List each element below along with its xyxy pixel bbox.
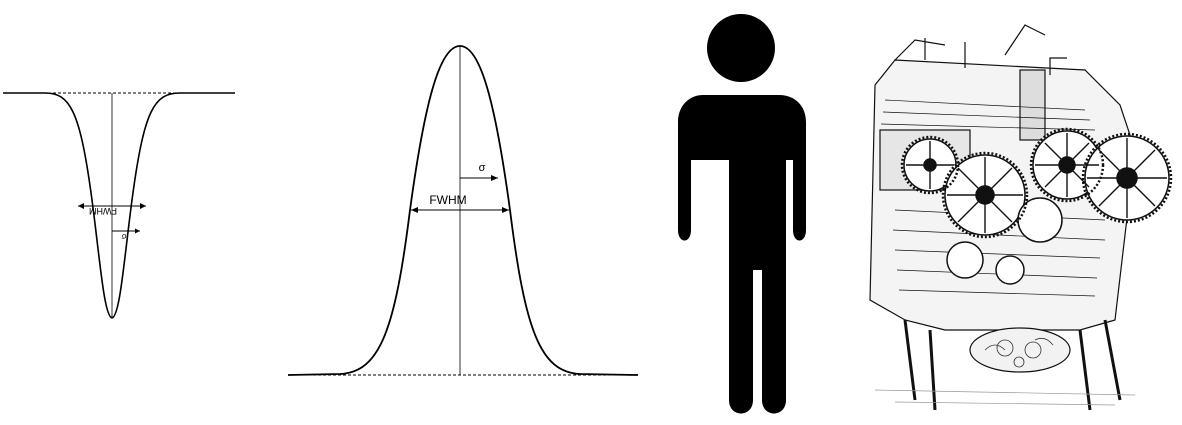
person-silhouette-icon xyxy=(678,14,806,414)
fwhm-label: FWHM xyxy=(429,193,466,207)
fwhm-label-mirrored: FWHM xyxy=(89,206,117,216)
printing-press-engraving-icon xyxy=(869,24,1173,411)
sigma-label: σ xyxy=(479,162,486,174)
sigma-label-mirrored: σ xyxy=(121,232,126,241)
printing-press-illustration xyxy=(835,0,1182,425)
gaussian-figure: FWHM σ xyxy=(280,0,645,425)
person-silhouette xyxy=(665,0,825,425)
inverted-gaussian-figure: FWHM σ xyxy=(0,0,245,425)
